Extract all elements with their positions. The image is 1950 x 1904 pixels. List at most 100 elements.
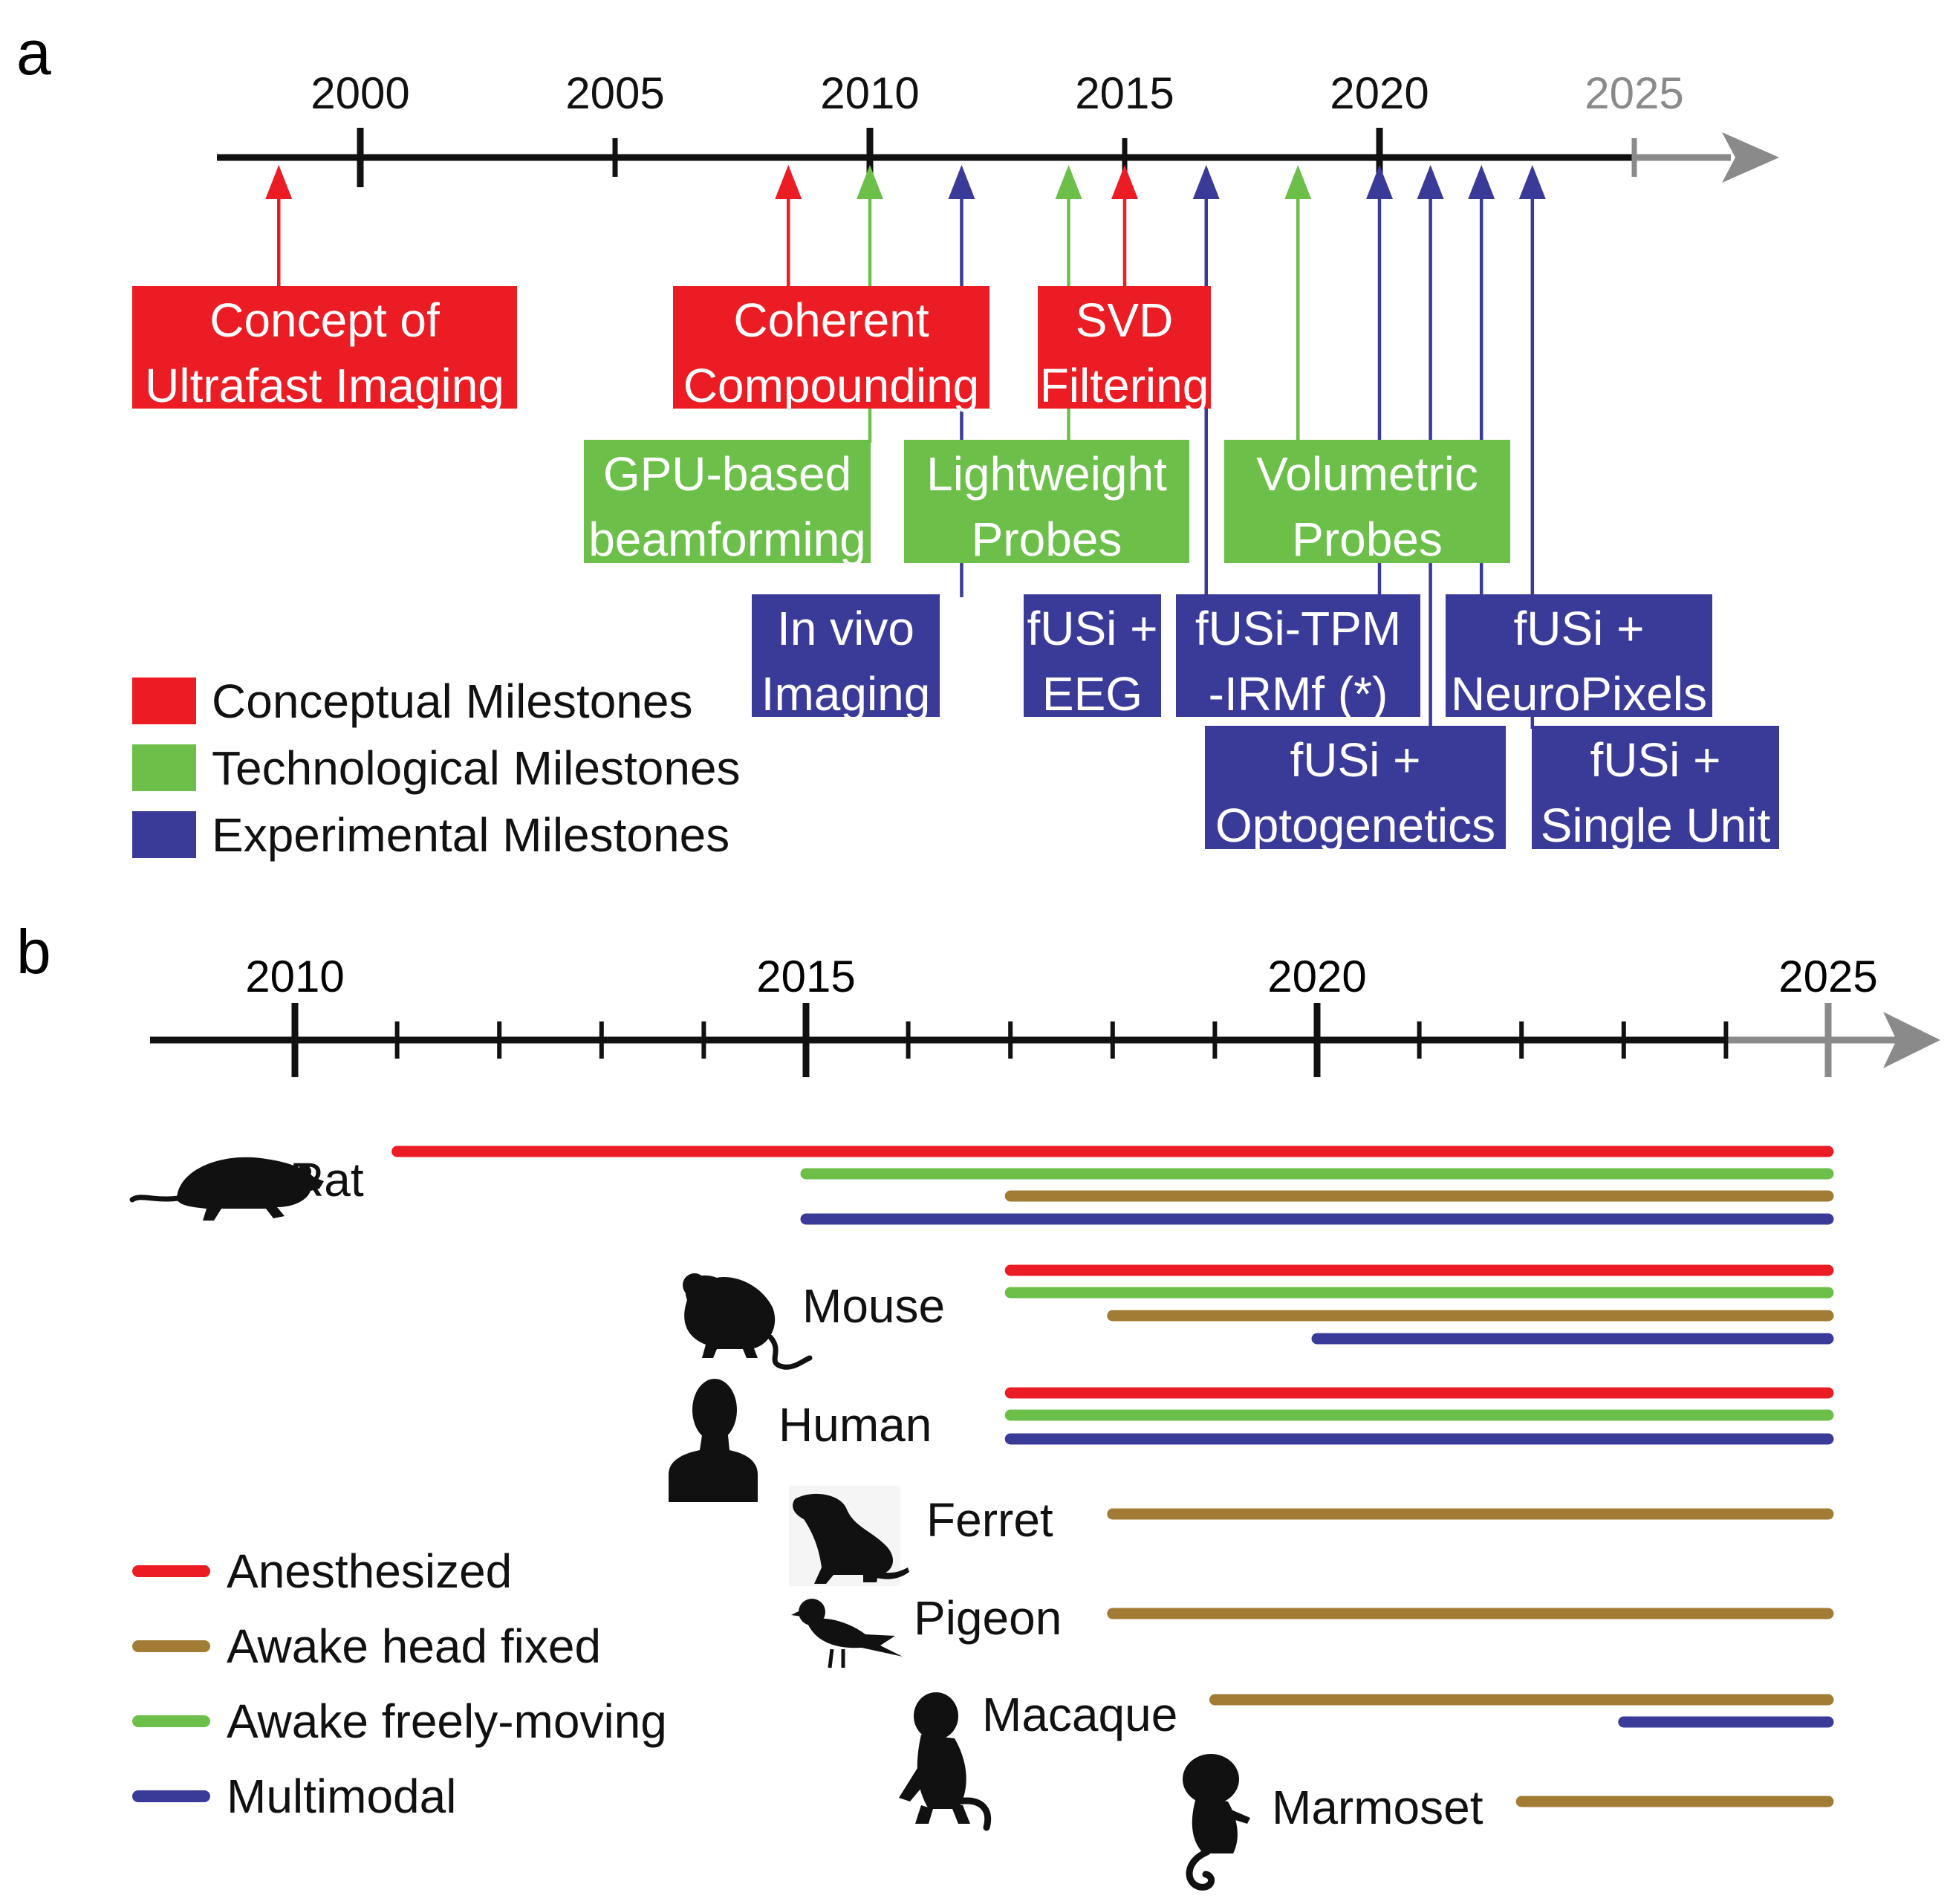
axis-arrowhead (1722, 132, 1779, 183)
milestone-arrowhead (948, 165, 975, 199)
milestone-arrowhead (1366, 165, 1393, 199)
legend-label: Conceptual Milestones (212, 675, 692, 728)
year-label: 2020 (1267, 952, 1366, 1001)
timeline-b-axis: 2010 2015 2020 2025 (150, 952, 1940, 1077)
milestone-arrowhead (265, 165, 293, 199)
species-label-macaque: Macaque (982, 1688, 1177, 1741)
mouse-icon (683, 1273, 813, 1370)
species-label-human: Human (779, 1398, 932, 1452)
milestone-box: fUSi-TPM -IRMf (*) (1176, 594, 1420, 721)
milestone-label: Probes (1292, 513, 1443, 566)
panel-b: b 2010 2015 2020 2025 (16, 917, 1940, 1891)
timeline-a-axis: 2000 2005 2010 2015 2020 2025 (217, 68, 1779, 187)
year-label: 2010 (245, 952, 344, 1001)
milestone-label: Optogenetics (1215, 799, 1495, 852)
year-label: 2010 (820, 68, 919, 118)
legend-label: Awake head fixed (227, 1619, 601, 1673)
milestone-box-bg (1446, 594, 1712, 717)
species-label-rat: Rat (290, 1153, 364, 1206)
panel-b-letter: b (16, 917, 51, 987)
ferret-icon (789, 1486, 909, 1586)
milestone-label: SVD (1076, 293, 1174, 347)
legend-label: Multimodal (227, 1770, 456, 1823)
species-label-mouse: Mouse (802, 1279, 945, 1333)
milestone-label: fUSi + (1513, 602, 1644, 655)
species-label-pigeon: Pigeon (914, 1591, 1062, 1645)
milestone-box-bg (904, 440, 1189, 563)
milestone-label: Lightweight (926, 447, 1167, 501)
milestone-label: Coherent (733, 293, 929, 347)
milestone-label: Filtering (1040, 359, 1209, 412)
legend-label: Technological Milestones (212, 741, 741, 795)
milestone-arrowhead (1518, 165, 1546, 199)
milestone-box-bg (132, 286, 517, 409)
milestone-box-bg (1176, 594, 1420, 717)
milestone-arrowhead (1468, 165, 1495, 199)
milestone-arrowhead (1055, 165, 1082, 199)
panel-a-letter: a (16, 18, 51, 88)
legend-label: Anesthesized (227, 1544, 512, 1598)
milestone-arrowhead (1284, 165, 1312, 199)
milestone-arrowhead (857, 165, 883, 199)
milestone-label: Single Unit (1541, 799, 1771, 852)
milestone-box-bg (1205, 726, 1506, 849)
milestone-box: fUSi + Optogenetics (1205, 726, 1506, 852)
macaque-icon (899, 1692, 992, 1831)
milestone-box: fUSi + NeuroPixels (1446, 594, 1712, 721)
milestone-box-bg (1024, 594, 1161, 717)
year-label: 2020 (1330, 68, 1429, 118)
milestone-label: -IRMf (*) (1209, 667, 1388, 721)
species-label-ferret: Ferret (926, 1493, 1053, 1547)
milestone-label: Probes (972, 513, 1122, 566)
human-icon (669, 1379, 758, 1502)
year-label: 2015 (756, 952, 855, 1001)
milestone-arrowhead (1192, 165, 1220, 199)
milestone-label: GPU-based (603, 447, 851, 501)
milestone-label: Volumetric (1256, 447, 1478, 501)
species-icons (129, 1157, 1250, 1891)
milestone-box-bg (1224, 440, 1510, 563)
milestone-label: fUSi + (1590, 733, 1720, 787)
axis-arrowhead (1883, 1012, 1940, 1068)
year-label: 2025 (1778, 952, 1877, 1001)
year-label: 2005 (565, 68, 664, 118)
legend-label: Experimental Milestones (212, 808, 729, 862)
milestone-label: beamforming (588, 513, 866, 566)
milestone-label: fUSi + (1290, 733, 1420, 787)
milestone-box: fUSi + EEG (1024, 594, 1161, 721)
milestone-label: fUSi-TPM (1195, 602, 1401, 655)
milestone-label: In vivo (777, 602, 914, 655)
milestone-box: SVD Filtering (1038, 286, 1211, 412)
marmoset-icon (1183, 1754, 1250, 1891)
milestone-label: Imaging (761, 667, 931, 721)
milestone-label: fUSi + (1027, 602, 1157, 655)
year-label: 2000 (311, 68, 409, 118)
legend-swatch (132, 744, 196, 791)
panel-a: a 2000 2005 2010 2015 2020 2025 Concept of Ult… (16, 18, 1779, 862)
milestone-label: NeuroPixels (1451, 667, 1707, 721)
year-label: 2025 (1585, 68, 1683, 118)
legend-swatch (132, 678, 196, 724)
milestone-box-bg (584, 440, 871, 563)
pigeon-icon (791, 1599, 903, 1669)
milestone-box-bg (1532, 726, 1779, 849)
milestone-label: Ultrafast Imaging (145, 359, 504, 412)
milestone-box-bg (673, 286, 989, 409)
usage-bars (391, 1146, 1834, 1807)
milestone-box-bg (752, 594, 940, 717)
milestone-label: EEG (1042, 667, 1143, 721)
milestone-label: Concept of (209, 293, 440, 347)
legend-swatch (132, 811, 196, 858)
milestone-label: Compounding (683, 359, 980, 412)
milestone-arrowhead (1417, 165, 1444, 199)
milestone-box-bg (1038, 286, 1211, 409)
species-label-marmoset: Marmoset (1272, 1781, 1483, 1834)
rat-icon (129, 1157, 324, 1221)
year-label: 2015 (1075, 68, 1174, 118)
